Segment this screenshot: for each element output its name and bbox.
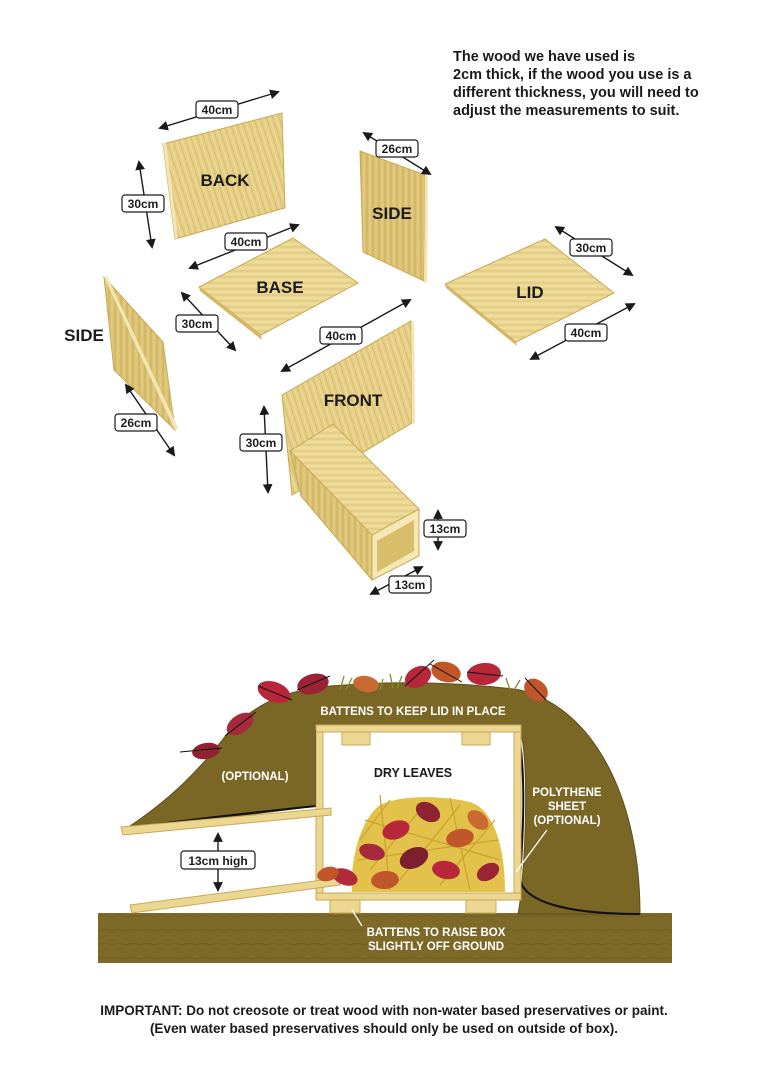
- important-warning-line-2: (Even water based preservatives should o…: [149, 1021, 619, 1036]
- box-lid: [315, 724, 522, 733]
- tunnel-height-dimension: 13cm: [423, 509, 467, 551]
- dimension-label: 30cm: [246, 436, 277, 450]
- side-right-label: SIDE: [372, 204, 412, 223]
- base-width-dimension: 40cm: [188, 223, 300, 270]
- dry-leaves-label: DRY LEAVES: [374, 766, 452, 780]
- dimension-label: 40cm: [326, 329, 357, 343]
- lid-width-dimension: 40cm: [529, 303, 636, 360]
- dimension-label: 26cm: [382, 142, 413, 156]
- side-right-panel: SIDE: [359, 150, 428, 283]
- entrance-tunnel: [289, 423, 420, 582]
- base-panel: BASE: [198, 237, 359, 340]
- wood-thickness-note: The wood we have used is 2cm thick, if t…: [453, 48, 753, 120]
- side-left-panel: SIDE: [64, 275, 178, 432]
- polythene-label-3: (OPTIONAL): [533, 815, 600, 827]
- important-warning-line-1: IMPORTANT: Do not creosote or treat wood…: [0, 1003, 768, 1018]
- lid-depth-dimension: 30cm: [554, 225, 634, 277]
- dimension-label: 13cm: [395, 578, 426, 592]
- side-left-depth-dimension: 26cm: [114, 383, 176, 457]
- dimension-label: 26cm: [121, 416, 152, 430]
- tunnel-roof-plank: [120, 807, 332, 836]
- back-panel: BACK: [162, 112, 286, 240]
- front-width-dimension: 40cm: [280, 299, 412, 372]
- dimension-label: 13cm: [430, 522, 461, 536]
- lid-label: LID: [516, 283, 543, 302]
- battens-bottom-pointer: [351, 909, 363, 927]
- bottom-batten-left: [329, 899, 361, 914]
- top-batten-right: [461, 731, 491, 746]
- tunnel-width-dimension: 13cm: [369, 566, 432, 595]
- side-right-depth-dimension: 26cm: [362, 131, 432, 176]
- hedgehog-box-diagram: BACK 40cm 30cm SIDE 26cm BASE 40cm 30cm: [64, 89, 672, 963]
- top-batten-left: [341, 731, 371, 746]
- note-line: different thickness, you will need to: [453, 85, 699, 101]
- dimension-label: 40cm: [571, 326, 602, 340]
- dry-leaves-nest: [317, 794, 505, 892]
- dimension-label: 40cm: [202, 103, 233, 117]
- tunnel-floor-plank: [129, 877, 341, 914]
- back-height-dimension: 30cm: [121, 160, 165, 249]
- front-label: FRONT: [324, 391, 383, 410]
- note-line: 2cm thick, if the wood you use is a: [453, 67, 692, 83]
- entrance-height-label: 13cm high: [188, 854, 247, 868]
- base-depth-dimension: 30cm: [175, 291, 237, 352]
- dimension-label: 40cm: [231, 235, 262, 249]
- box-base: [315, 892, 522, 901]
- polythene-label-2: SHEET: [548, 801, 586, 813]
- bottom-batten-right: [465, 899, 497, 914]
- dimension-label: 30cm: [128, 197, 159, 211]
- optional-label: (OPTIONAL): [221, 771, 288, 783]
- ground: [98, 913, 672, 963]
- back-width-dimension: 40cm: [158, 89, 280, 131]
- dimension-label: 30cm: [182, 317, 213, 331]
- entrance-height-box: [180, 850, 256, 870]
- important-prefix: IMPORTANT:: [100, 1003, 183, 1018]
- base-label: BASE: [256, 278, 303, 297]
- dimension-label: 30cm: [576, 241, 607, 255]
- surface-leaves: [179, 659, 548, 760]
- cross-section: BATTENS TO KEEP LID IN PLACE (OPTIONAL) …: [98, 659, 672, 963]
- note-line: adjust the measurements to suit.: [453, 103, 680, 119]
- back-label: BACK: [200, 171, 250, 190]
- battens-top-label: BATTENS TO KEEP LID IN PLACE: [320, 706, 506, 718]
- polythene-pointer: [515, 829, 548, 873]
- warning-text: Do not creosote or treat wood with non-w…: [182, 1003, 668, 1018]
- box-right-wall: [513, 731, 522, 898]
- battens-bottom-label-2: SLIGHTLY OFF GROUND: [368, 941, 504, 953]
- battens-bottom-label-1: BATTENS TO RAISE BOX: [367, 927, 506, 939]
- front-height-dimension: 30cm: [239, 405, 283, 494]
- side-left-label: SIDE: [64, 326, 104, 345]
- note-line: The wood we have used is: [453, 49, 636, 65]
- polythene-label-1: POLYTHENE: [532, 787, 602, 799]
